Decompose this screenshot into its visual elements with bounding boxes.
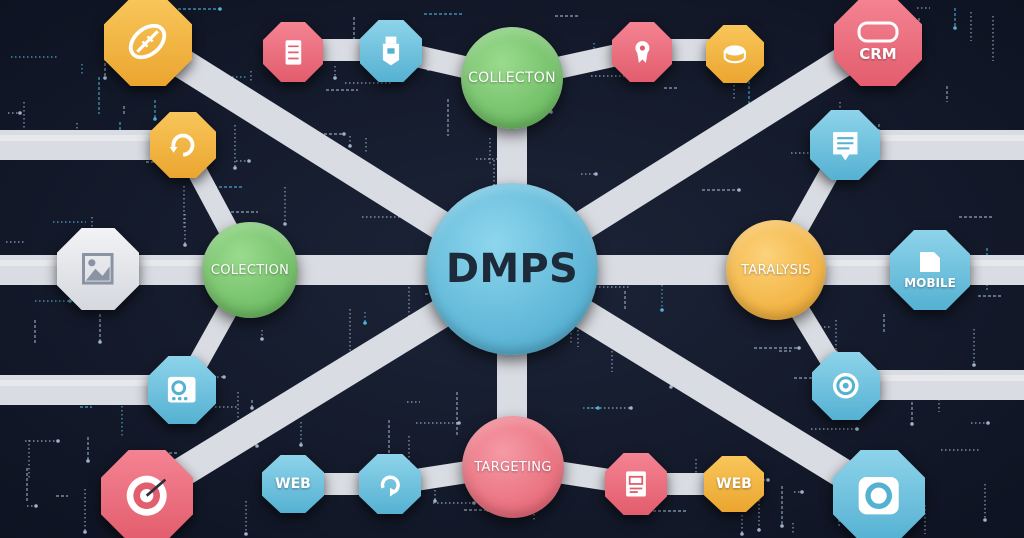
tile-document-chart[interactable] [605,453,667,515]
tile-refresh[interactable] [150,112,216,178]
tile-football[interactable] [104,0,192,86]
tile-mobile[interactable]: MOBILE [890,230,970,310]
pin-icon [635,40,649,63]
server-icon [285,39,301,65]
crm-label: CRM [859,45,897,63]
camera-lens-icon [858,477,900,515]
camera-icon [833,373,859,399]
tile-web-right[interactable]: WEB [704,456,764,512]
tile-usb-drive[interactable] [360,20,422,82]
tile-camera[interactable] [148,356,216,424]
tile-document[interactable] [810,110,880,180]
usb-drive-icon [382,36,400,66]
mobile-icon [920,252,940,272]
image-icon [82,253,114,285]
hub-collection-left-label: COLECTION [210,262,290,278]
document-chart-icon [626,471,646,497]
hub-targeting-bottom: TARGETING [462,416,564,518]
tile-lens-right[interactable] [812,352,880,420]
web-right-label: WEB [716,476,752,492]
center-label: DMPS [445,246,579,292]
hub-targeting-bottom-label: TARGETING [474,459,552,475]
football-icon [129,24,167,60]
tile-pin[interactable] [612,22,672,82]
web-left-label: WEB [275,476,311,492]
hub-analysis-right-label: TARALYSIS [741,262,811,278]
tile-web-left[interactable]: WEB [262,455,324,513]
tile-coin[interactable] [706,25,764,83]
hub-collection-left: COLECTION [202,222,298,318]
tile-server[interactable] [263,22,323,82]
tile-image[interactable] [57,228,139,310]
tile-crm[interactable]: CRM [834,0,922,86]
tile-target[interactable] [101,450,193,538]
coin-icon [723,45,747,64]
refresh-arrow-icon [380,475,400,497]
refresh-icon [169,133,195,157]
hub-analysis-right: TARALYSIS [726,220,826,320]
hub-collection-top-label: COLLECTON [468,70,556,86]
center-node-dmps: DMPS [426,183,598,355]
crm-icon [857,21,899,43]
mobile-label: MOBILE [904,276,956,290]
tile-camera-lens[interactable] [833,450,925,538]
target-icon [126,475,168,517]
hub-collection-top: COLLECTON [461,27,563,129]
camera-icon [168,377,196,403]
tile-refresh-arrow[interactable] [359,454,421,514]
document-icon [832,131,858,161]
